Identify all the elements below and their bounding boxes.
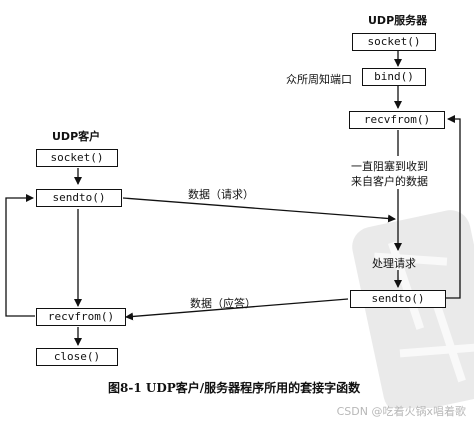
request-data-label: 数据（请求） [188, 188, 254, 201]
server-sendto-box: sendto() [350, 290, 446, 308]
server-socket-box: socket() [352, 33, 436, 51]
client-recvfrom-box: recvfrom() [36, 308, 126, 326]
client-sendto-box: sendto() [36, 189, 122, 207]
block-note-line1: 一直阻塞到收到 [351, 160, 428, 173]
csdn-watermark: CSDN @吃着火锅x唱着歌 [336, 405, 466, 418]
server-recvfrom-box: recvfrom() [349, 111, 445, 129]
client-socket-box: socket() [36, 149, 118, 167]
client-title: UDP客户 [52, 130, 101, 143]
block-note-line2: 来自客户的数据 [351, 175, 428, 188]
server-title: UDP服务器 [368, 14, 428, 27]
figure-caption: 图8-1 UDP客户/服务器程序所用的套接字函数 [108, 381, 361, 395]
seal-watermark [352, 210, 474, 408]
process-request-label: 处理请求 [372, 257, 416, 270]
client-close-box: close() [36, 348, 118, 366]
reply-data-label: 数据（应答） [190, 297, 256, 310]
server-bind-box: bind() [362, 68, 426, 86]
bind-port-label: 众所周知端口 [286, 73, 352, 86]
